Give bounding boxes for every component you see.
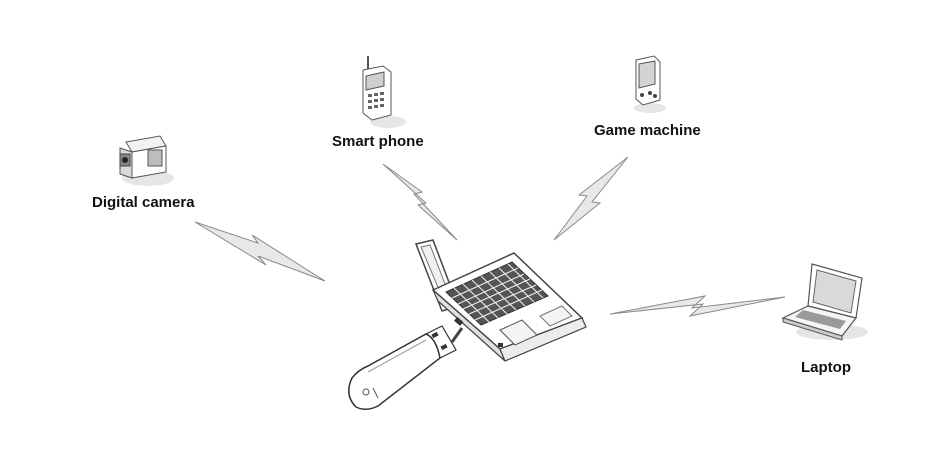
notebook-computer-icon (414, 239, 587, 362)
signal-bolt-phone (382, 163, 458, 241)
video-camera-icon (119, 135, 174, 186)
smart-phone-label: Smart phone (332, 133, 424, 150)
signal-bolt-laptop (609, 295, 786, 317)
mobile-phone-icon (362, 56, 406, 128)
usb-wireless-adapter-icon (348, 325, 464, 410)
digital-camera-label: Digital camera (92, 194, 195, 211)
signal-bolt-game (553, 156, 629, 241)
laptop-label: Laptop (801, 359, 851, 376)
game-machine-label: Game machine (594, 122, 701, 139)
handheld-game-icon (634, 55, 666, 113)
signal-bolt-camera (194, 221, 326, 282)
laptop-icon (781, 263, 868, 341)
